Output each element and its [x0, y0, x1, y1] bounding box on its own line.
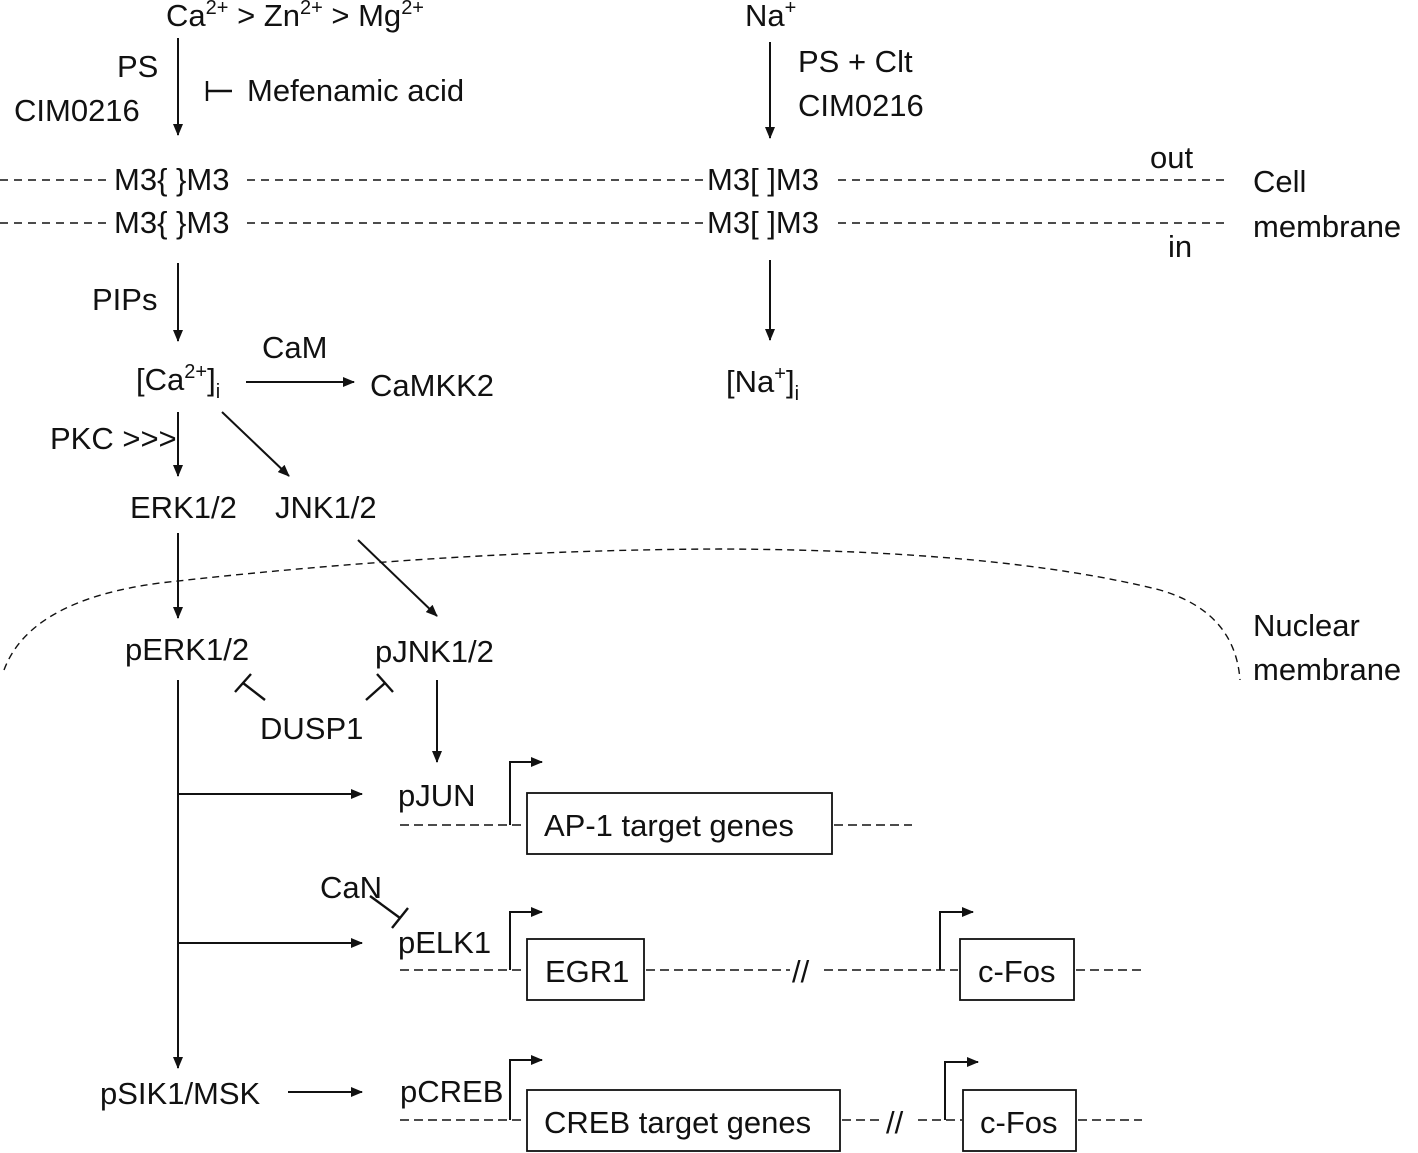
- erk-label: ERK1/2: [130, 490, 237, 525]
- channel-left-outer: M3{ }M3: [114, 162, 229, 197]
- activator-ps-clt: PS + Clt: [798, 44, 913, 79]
- cation-ca: Ca: [166, 0, 206, 33]
- cell-membrane-label-1: Cell: [1253, 164, 1306, 199]
- gene-box-cfos-1: [959, 938, 1075, 1001]
- cation-mg: > Mg: [323, 0, 401, 33]
- psik1-msk-label: pSIK1/MSK: [100, 1076, 261, 1111]
- membrane-in-label: in: [1168, 229, 1192, 264]
- inhibitor-mefenamic-acid: Mefenamic acid: [247, 73, 464, 108]
- inhibition-bar-can-pelk1: [391, 907, 409, 929]
- dusp1-label: DUSP1: [260, 711, 363, 746]
- inhibition-dusp1-pjnk: [365, 682, 386, 701]
- intracellular-sodium: [Na+]i: [726, 363, 799, 405]
- gene-box-ap1: [526, 792, 833, 855]
- arrow-to-jnk: [221, 411, 290, 477]
- inhibition-bar-dusp1-perk: [234, 673, 252, 693]
- inhibition-dusp1-perk: [242, 682, 266, 701]
- gene-creb-label: CREB target genes: [544, 1105, 811, 1140]
- perk-label: pERK1/2: [125, 632, 249, 667]
- intracellular-calcium: [Ca2+]i: [136, 361, 220, 403]
- gene-egr1-label: EGR1: [545, 954, 629, 989]
- jnk-label: JNK1/2: [275, 490, 377, 525]
- inhibition-bar-dusp1-pjnk: [376, 673, 394, 693]
- cation-mg-charge: 2+: [401, 0, 424, 19]
- promoter-cfos-2: [944, 1057, 979, 1120]
- cation-selectivity-order: Ca2+ > Zn2+ > Mg2+: [166, 0, 424, 33]
- promoter-egr1: [509, 907, 543, 970]
- cation-ca-charge: 2+: [206, 0, 229, 19]
- pkc-label: PKC >>>: [50, 421, 177, 456]
- gene-box-creb: [526, 1089, 841, 1152]
- gene-cfos-1-label: c-Fos: [978, 954, 1056, 989]
- pelk1-label: pELK1: [398, 925, 491, 960]
- promoter-cfos-1: [939, 907, 974, 970]
- gene-box-egr1: [526, 938, 645, 1001]
- gene-ap1-label: AP-1 target genes: [544, 808, 794, 843]
- gene-cfos-2-label: c-Fos: [980, 1105, 1058, 1140]
- activator-cim0216-right: CIM0216: [798, 88, 924, 123]
- activator-cim0216-left: CIM0216: [14, 93, 140, 128]
- dna-break-mark-2: //: [886, 1105, 904, 1140]
- cation-zn: > Zn: [228, 0, 300, 33]
- arrow-jnk-to-pjnk: [357, 539, 438, 617]
- pcreb-label: pCREB: [400, 1074, 503, 1109]
- camkk2-label: CaMKK2: [370, 368, 494, 403]
- nuclear-membrane-label-1: Nuclear: [1253, 608, 1360, 643]
- can-label: CaN: [320, 870, 382, 905]
- promoter-creb: [509, 1055, 543, 1120]
- inhibition-can-pelk1: [369, 895, 401, 919]
- channel-left-inner: M3{ }M3: [114, 205, 229, 240]
- pips-label: PIPs: [92, 282, 157, 317]
- nuclear-membrane-label-2: membrane: [1253, 652, 1401, 687]
- dna-break-mark-1: //: [792, 954, 810, 989]
- activator-ps: PS: [117, 49, 158, 84]
- membrane-out-label: out: [1150, 140, 1193, 175]
- promoter-ap1: [509, 757, 543, 825]
- nuclear-membrane: [3, 548, 1241, 681]
- gene-box-cfos-2: [962, 1089, 1077, 1152]
- pjun-label: pJUN: [398, 778, 476, 813]
- sodium-ion: Na+: [745, 0, 796, 33]
- pjnk-label: pJNK1/2: [375, 634, 494, 669]
- channel-right-outer: M3[ ]M3: [707, 162, 819, 197]
- cam-label: CaM: [262, 330, 327, 365]
- cation-zn-charge: 2+: [300, 0, 323, 19]
- cell-membrane-label-2: membrane: [1253, 209, 1401, 244]
- channel-right-inner: M3[ ]M3: [707, 205, 819, 240]
